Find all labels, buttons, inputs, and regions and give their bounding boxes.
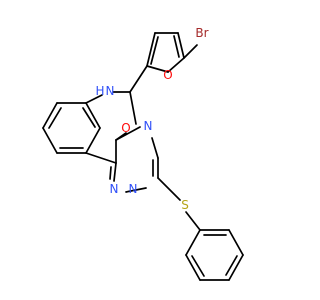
triazine-nitrogen-label: N: [129, 182, 138, 196]
bond: [151, 137, 159, 159]
bond: [85, 94, 103, 104]
ring-oxygen-label: O: [121, 121, 130, 135]
bond: [42, 102, 58, 129]
bond-layer: [42, 32, 244, 281]
bond: [85, 102, 101, 129]
bond: [48, 107, 62, 129]
furan-oxygen-label: O: [163, 68, 172, 82]
amine-nitrogen-label: N: [106, 84, 115, 98]
triazine-nitrogen-label: N: [144, 119, 153, 133]
triazine-nitrogen-label: N: [110, 182, 119, 196]
bond: [113, 162, 117, 182]
bond: [129, 65, 148, 93]
bond: [157, 177, 181, 201]
bond: [183, 44, 198, 59]
bond: [228, 254, 244, 281]
bond: [228, 229, 244, 256]
bond: [85, 152, 117, 164]
bond: [146, 32, 156, 67]
bond: [82, 107, 96, 128]
bond: [177, 32, 185, 59]
molecule-structure-diagram: Br O H N O N N N S: [42, 26, 244, 281]
bond: [185, 254, 201, 281]
bond: [146, 65, 169, 73]
bond: [150, 36, 159, 65]
bond: [167, 57, 185, 73]
bond: [125, 187, 147, 193]
bond: [225, 255, 238, 276]
sulfur-atom-label: S: [181, 198, 189, 212]
bond: [173, 35, 180, 58]
bond: [115, 126, 141, 141]
atom-label-layer: Br O H N O N N N S: [95, 26, 208, 212]
bond: [42, 127, 58, 154]
bond: [109, 166, 112, 180]
bromine-atom-label: Br: [195, 26, 208, 40]
bond: [185, 211, 201, 231]
amine-hydrogen-label: H: [95, 84, 104, 98]
bond: [85, 127, 101, 154]
bond: [191, 255, 205, 277]
bond: [129, 91, 137, 125]
bond: [185, 229, 201, 256]
